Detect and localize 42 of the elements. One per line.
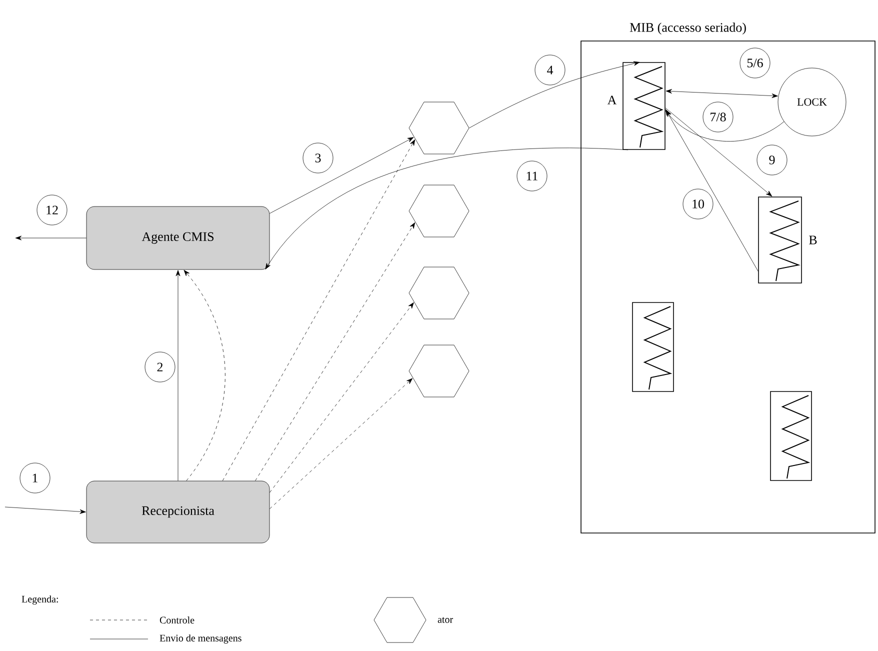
memory-box <box>758 196 802 284</box>
arrow <box>255 222 416 481</box>
arrow <box>270 378 413 509</box>
arrow <box>666 109 758 272</box>
arrow <box>665 108 772 196</box>
arrow <box>666 89 778 98</box>
arrow <box>270 137 414 214</box>
callout-number: 1 <box>20 462 50 494</box>
node-label: MIB (accesso seriado) <box>630 22 746 34</box>
legend-title: Legenda: <box>22 595 58 605</box>
arrow <box>270 302 414 493</box>
memory-box <box>622 62 666 150</box>
legend-label: Controle <box>160 616 194 624</box>
callout-number: 9 <box>756 144 788 176</box>
actor-hexagon <box>408 266 470 320</box>
arrow <box>176 270 180 481</box>
callout-number: 3 <box>302 142 334 174</box>
callout-number: 2 <box>144 352 176 382</box>
callout-number: 5/6 <box>740 48 770 78</box>
arrow <box>469 61 640 128</box>
process-box: Agente CMIS <box>86 206 270 270</box>
callout-number: 11 <box>516 160 548 192</box>
actor-hexagon <box>408 184 470 238</box>
memory-box <box>632 302 674 392</box>
arrow <box>265 148 628 270</box>
arrow <box>666 110 784 142</box>
arrow <box>222 139 416 481</box>
arrow <box>15 236 86 240</box>
legend-label: Envio de mensagens <box>160 634 242 644</box>
memory-box <box>770 391 812 481</box>
process-box: Recepcionista <box>86 480 270 544</box>
actor-hexagon <box>408 344 470 398</box>
actor-hexagon <box>408 102 470 154</box>
box-letter: B <box>809 236 817 244</box>
arrow <box>184 270 226 481</box>
callout-number: 12 <box>36 194 68 226</box>
callout-number: 7/8 <box>702 102 734 132</box>
callout-number: 4 <box>534 54 566 86</box>
callout-number: 10 <box>682 188 714 220</box>
box-letter: A <box>607 96 617 104</box>
legend-label: ator <box>438 617 453 623</box>
arrow <box>4 506 86 514</box>
